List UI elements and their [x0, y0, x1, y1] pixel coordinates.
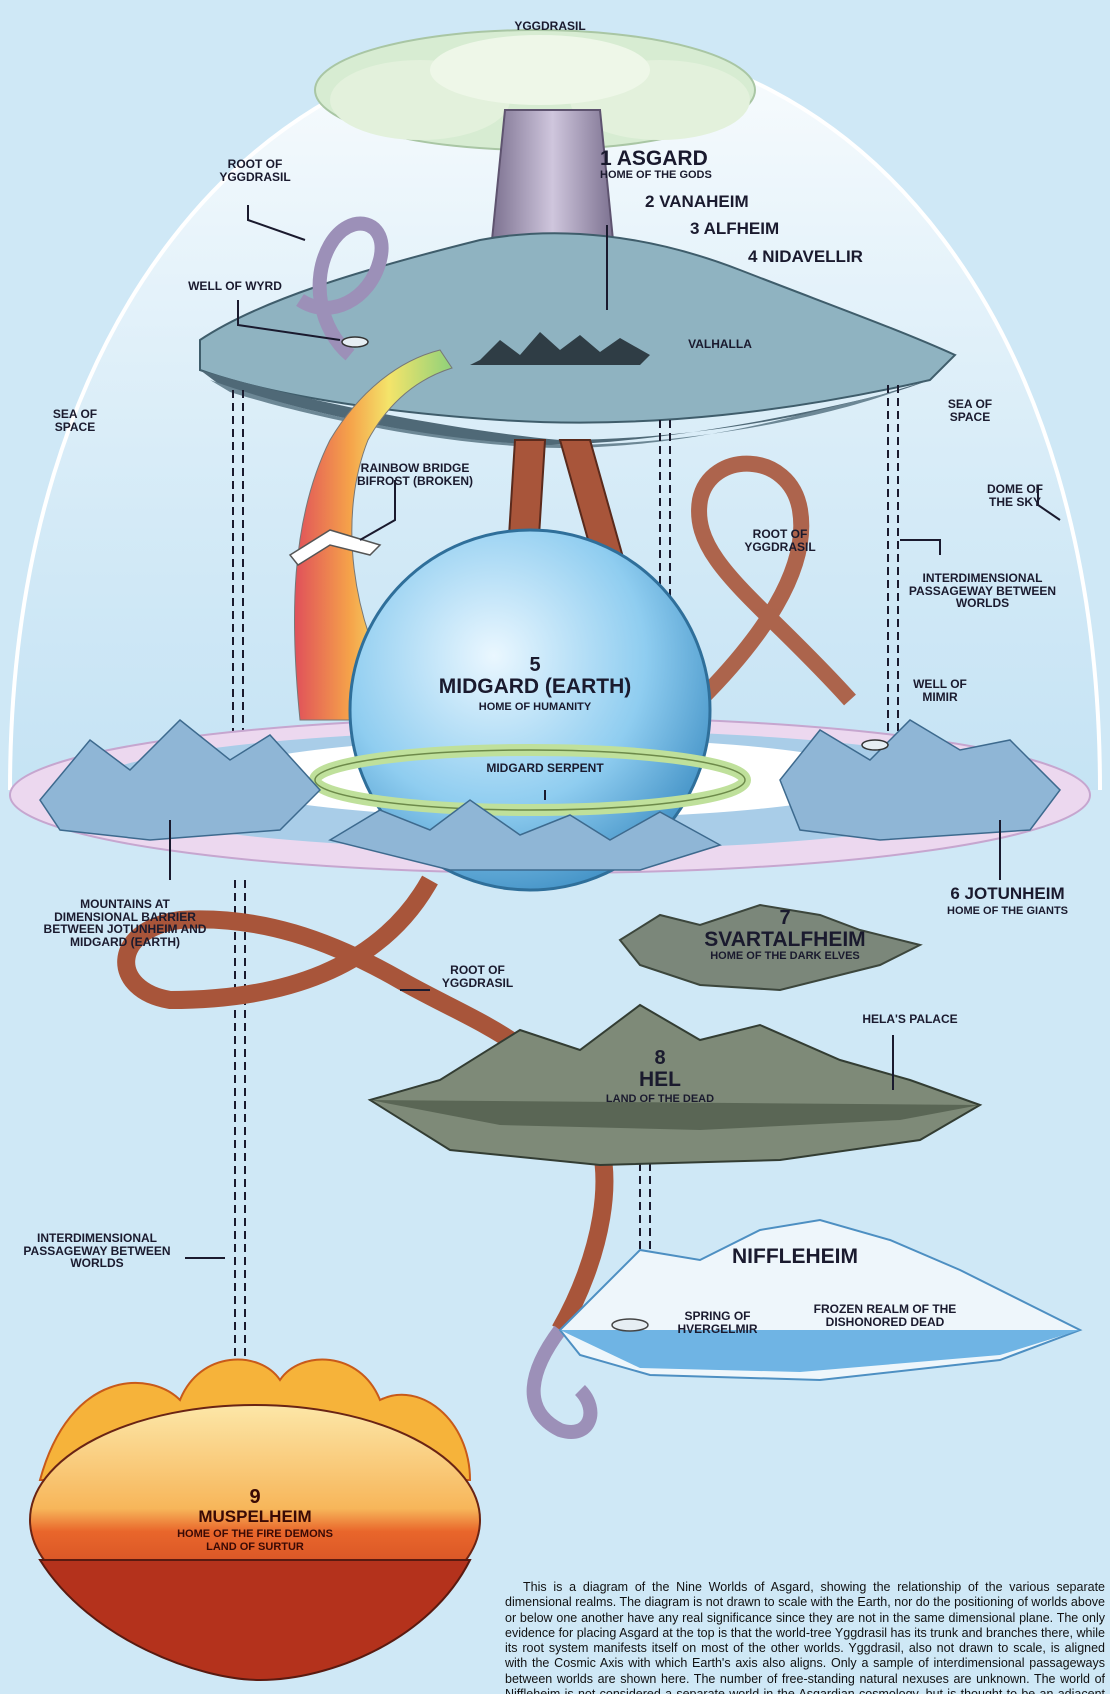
mountains-label: MOUNTAINS AT DIMENSIONAL BARRIER BETWEEN…	[43, 897, 207, 949]
hel-label: 8 HEL LAND OF THE DEAD	[605, 1047, 715, 1106]
root-label-lower: ROOT OF YGGDRASIL	[441, 963, 514, 990]
vanaheim-label: 2 VANAHEIM	[645, 192, 749, 211]
frozen-realm-label: FROZEN REALM OF THE DISHONORED DEAD	[813, 1302, 957, 1329]
valhalla-label: VALHALLA	[688, 337, 752, 351]
midgard-label: 5 MIDGARD (EARTH) HOME OF HUMANITY	[438, 654, 632, 714]
asgard-label: 1 ASGARD HOME OF THE GODS	[600, 147, 712, 182]
interdimensional-passages	[232, 385, 899, 1370]
jotunheim-label: 6 JOTUNHEIM HOME OF THE GIANTS	[947, 884, 1068, 917]
pointer-arrows	[169, 205, 1061, 1259]
bifrost-break	[288, 529, 382, 566]
diagram-description: This is a diagram of the Nine Worlds of …	[505, 1580, 1105, 1694]
well-of-mimir	[861, 739, 889, 751]
root-loop-top-left	[296, 216, 389, 361]
sea-of-space-left: SEA OF SPACE	[52, 407, 98, 434]
passage-label-right: INTERDIMENSIONAL PASSAGEWAY BETWEEN WORL…	[908, 571, 1057, 611]
root-label-top: ROOT OF YGGDRASIL	[219, 157, 291, 184]
midgard-sphere	[348, 528, 712, 892]
alfheim-label: 3 ALFHEIM	[690, 219, 780, 238]
well-of-wyrd	[341, 336, 369, 348]
yggdrasil-canopy	[314, 29, 756, 151]
sea-of-space-right: SEA OF SPACE	[947, 397, 993, 424]
rainbow-bridge	[293, 349, 453, 721]
rainbow-bridge-label: RAINBOW BRIDGE BIFROST (BROKEN)	[357, 461, 473, 488]
root-loop-right	[691, 455, 856, 706]
svartalfheim-landmass	[618, 903, 923, 992]
muspelheim	[29, 1358, 481, 1682]
svartalfheim-label: 7 SVARTALFHEIM HOME OF THE DARK ELVES	[704, 907, 866, 963]
niffleheim-landmass	[558, 1218, 1083, 1382]
nidavellir-label: 4 NIDAVELLIR	[748, 247, 863, 266]
barrier-mountains	[39, 718, 1061, 871]
niffleheim-label: NIFFLEHEIM	[732, 1245, 858, 1268]
muspelheim-label: 9 MUSPELHEIM HOME OF THE FIRE DEMONS LAN…	[177, 1486, 333, 1554]
helas-palace-label: HELA'S PALACE	[862, 1012, 958, 1026]
midgard-serpent-label: MIDGARD SERPENT	[486, 761, 604, 775]
well-of-wyrd-label: WELL OF WYRD	[188, 279, 282, 293]
spring-of-hvergelmir-label: SPRING OF HVERGELMIR	[677, 1309, 758, 1336]
passage-label-left: INTERDIMENSIONAL PASSAGEWAY BETWEEN WORL…	[23, 1231, 171, 1271]
dome-of-sky-label: DOME OF THE SKY	[987, 482, 1043, 509]
description-text: This is a diagram of the Nine Worlds of …	[505, 1580, 1105, 1694]
root-label-right: ROOT OF YGGDRASIL	[744, 527, 816, 554]
well-of-mimir-label: WELL OF MIMIR	[913, 677, 967, 704]
yggdrasil-title: YGGDRASIL	[514, 19, 586, 33]
hel-landmass	[367, 1003, 983, 1167]
